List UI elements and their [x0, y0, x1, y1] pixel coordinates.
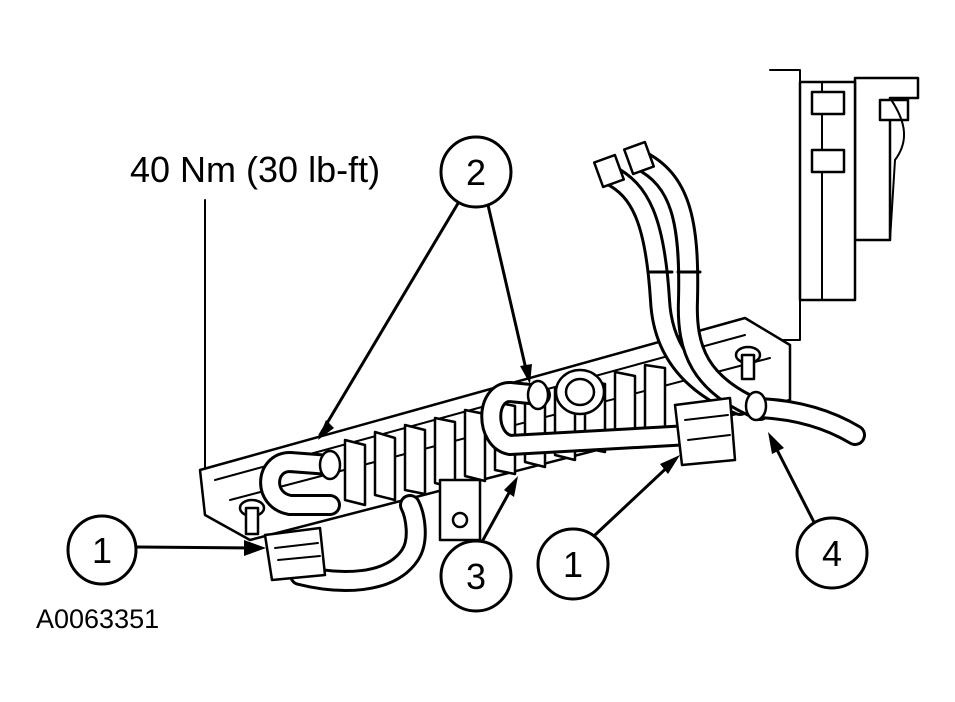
callout-4: 4	[795, 516, 869, 590]
callout-3: 3	[439, 539, 513, 613]
torque-spec-label: 40 Nm (30 lb-ft)	[130, 149, 380, 190]
cooler-tube-loop	[259, 379, 768, 592]
callout-1-left-label: 1	[92, 530, 112, 571]
hose-clip-right	[673, 396, 737, 467]
callout-leaders	[135, 198, 820, 556]
callout-4-label: 4	[822, 533, 842, 574]
callout-2: 2	[439, 135, 513, 209]
callout-1-left: 1	[66, 514, 138, 586]
radiator-support-frame	[769, 69, 920, 341]
callout-1-right: 1	[536, 527, 610, 601]
hose-clip-left	[263, 526, 327, 582]
figure-id: A0063351	[36, 604, 159, 634]
callout-1-right-label: 1	[563, 544, 583, 585]
callout-2-label: 2	[466, 152, 486, 193]
callout-3-label: 3	[466, 556, 486, 597]
cooler-hoses	[592, 140, 866, 446]
